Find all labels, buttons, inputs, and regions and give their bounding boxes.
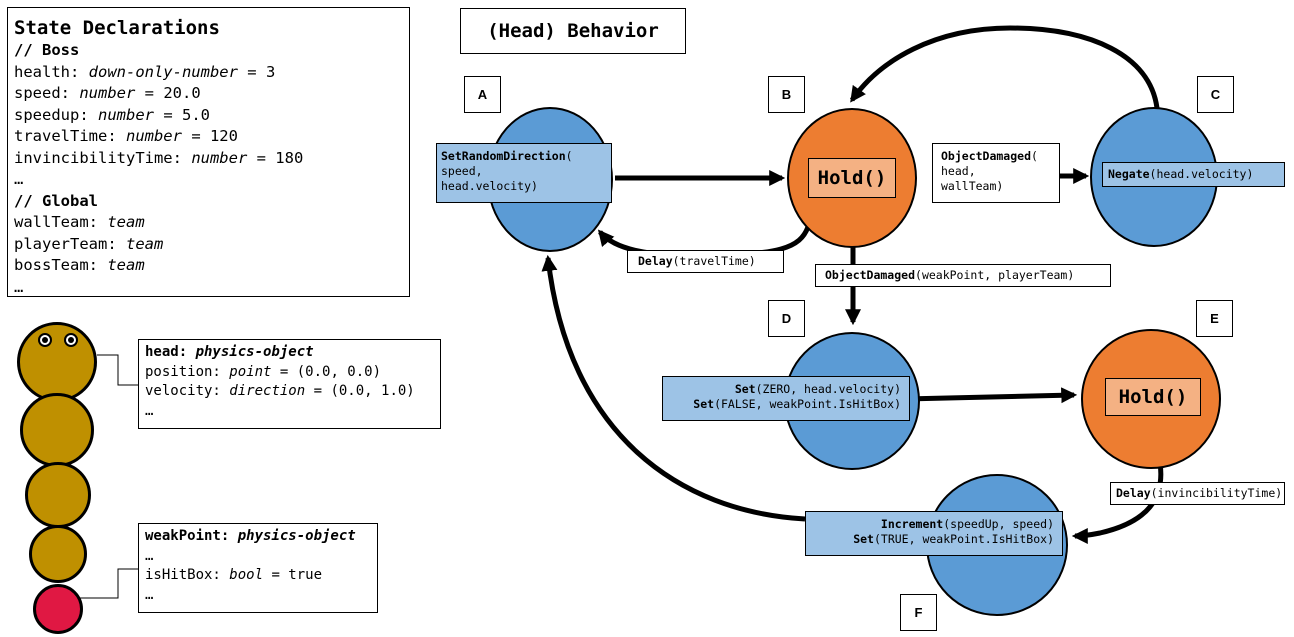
head-left-pupil [42,337,48,343]
transition-b-to-a-label: Delay(travelTime) [627,250,784,273]
weakpoint-segment [33,584,83,634]
boss-body-figure [72,354,138,599]
action-d-set-zero: Set(ZERO, head.velocity) Set(FALSE, weak… [662,376,910,421]
body-segment-2 [25,462,91,528]
global-ellipsis: … [14,277,24,296]
boss-var-invincibilitytime: invincibilityTime: number = 180 [14,148,304,167]
state-declarations-box: State Declarations // Boss health: down-… [7,7,410,297]
hold-b-label: Hold() [808,158,896,198]
action-a-set-random-direction: SetRandomDirection( speed, head.velocity… [436,143,612,203]
transition-e-to-f-label: Delay(invincibilityTime) [1110,482,1285,505]
boss-var-health: health: down-only-number = 3 [14,62,276,81]
action-c-negate: Negate(head.velocity) [1102,162,1285,187]
transition-b-to-d-label: ObjectDamaged(weakPoint, playerTeam) [815,264,1111,287]
global-header: // Global [14,191,98,210]
state-label-e: E [1196,300,1233,337]
arrow-c-to-b [849,25,1160,109]
body-segment-3 [29,525,87,583]
boss-header: // Boss [14,41,80,59]
head-right-pupil [68,337,74,343]
weakpoint-connector [72,568,138,599]
state-declarations-title: State Declarations [14,17,220,39]
hold-e-label: Hold() [1105,378,1201,416]
state-label-d: D [768,300,805,337]
arrow-f-to-a [541,254,806,522]
global-var-bossteam: bossTeam: team [14,256,145,274]
state-label-a: A [464,76,501,113]
state-label-b: B [768,76,805,113]
behavior-title: (Head) Behavior [460,8,686,54]
action-f-increment: Increment(speedUp, speed) Set(TRUE, weak… [805,511,1063,556]
arrow-d-to-e [904,387,1078,404]
head-segment [17,322,97,402]
boss-var-speed: speed: number = 20.0 [14,84,201,102]
weakpoint-info-box: weakPoint: physics-object … isHitBox: bo… [138,523,378,613]
state-label-f: F [900,594,937,631]
boss-ellipsis: … [14,170,24,188]
global-var-wallteam: wallTeam: team [14,213,145,231]
head-info-box: head: physics-object position: point = (… [138,339,441,429]
head-connector [97,354,138,386]
boss-var-speedup: speedup: number = 5.0 [14,105,210,124]
transition-b-to-c-label: ObjectDamaged( head, wallTeam) [932,143,1060,203]
global-var-playerteam: playerTeam: team [14,234,164,253]
state-label-c: C [1197,76,1234,113]
boss-var-traveltime: travelTime: number = 120 [14,127,238,145]
body-segment-1 [20,393,94,467]
